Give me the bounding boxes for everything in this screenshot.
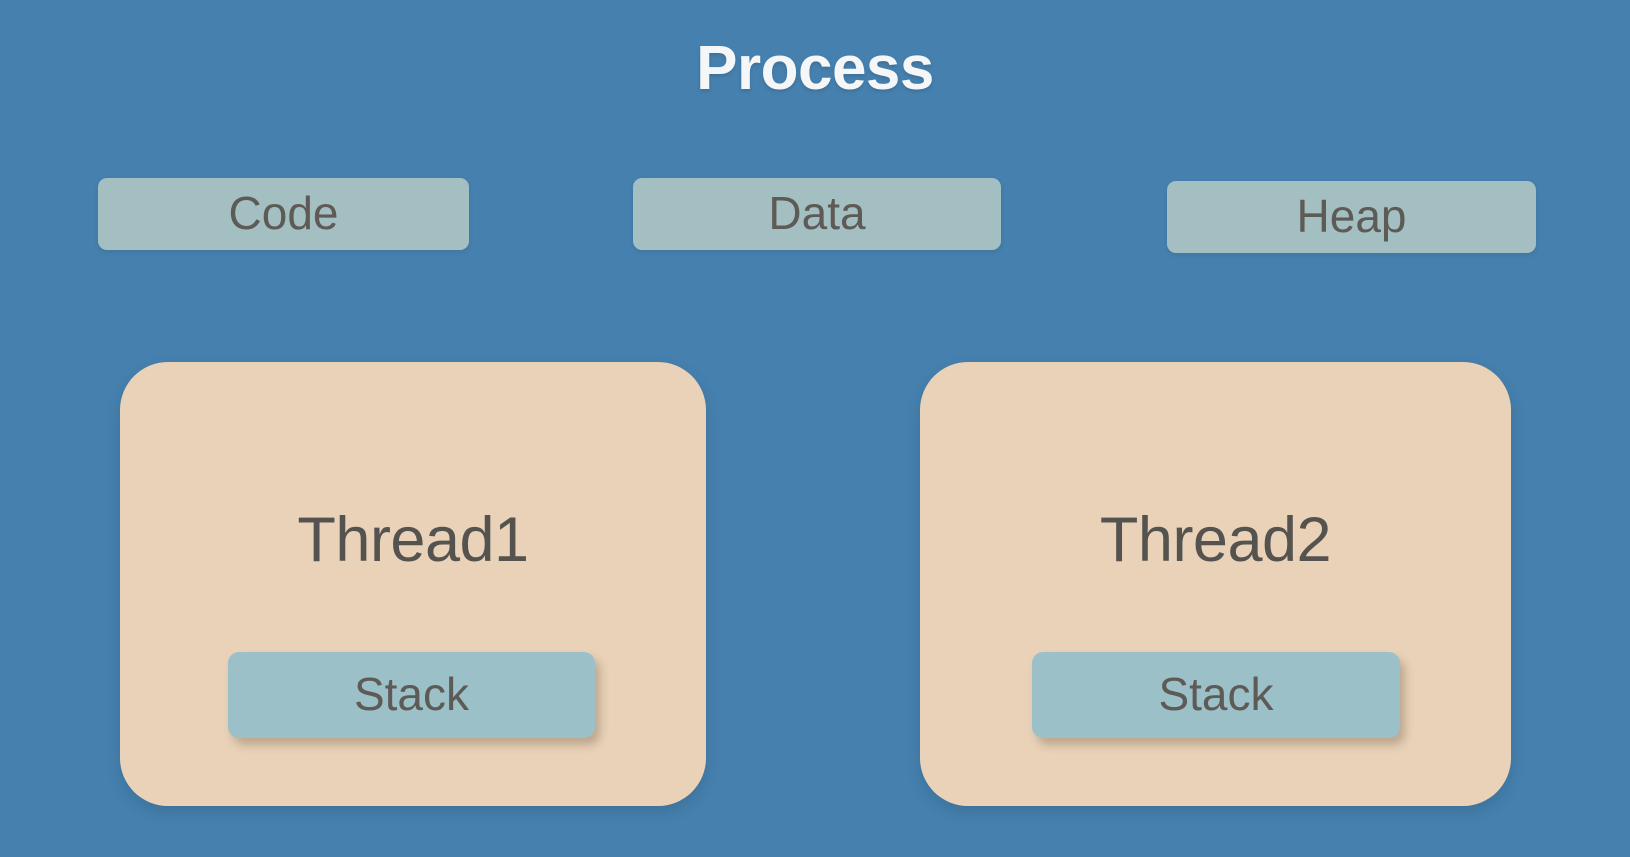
memory-segment-heap[interactable]: Heap xyxy=(1167,181,1536,253)
thread-card-1[interactable]: Thread1 Stack xyxy=(120,362,706,806)
memory-segment-code[interactable]: Code xyxy=(98,178,469,250)
page-title: Process xyxy=(696,34,934,103)
thread-card-2[interactable]: Thread2 Stack xyxy=(920,362,1511,806)
memory-segment-heap-label: Heap xyxy=(1296,189,1407,242)
thread-2-stack-box[interactable]: Stack xyxy=(1032,652,1400,738)
thread-1-stack-box[interactable]: Stack xyxy=(228,652,595,738)
memory-segment-data[interactable]: Data xyxy=(633,178,1001,250)
thread-card-1-title: Thread1 xyxy=(297,505,529,575)
thread-card-2-title: Thread2 xyxy=(1099,505,1332,575)
memory-segment-code-label: Code xyxy=(228,186,339,239)
thread-2-stack-label: Stack xyxy=(1158,667,1274,720)
memory-segment-data-label: Data xyxy=(768,186,866,239)
thread-1-stack-label: Stack xyxy=(353,667,470,720)
